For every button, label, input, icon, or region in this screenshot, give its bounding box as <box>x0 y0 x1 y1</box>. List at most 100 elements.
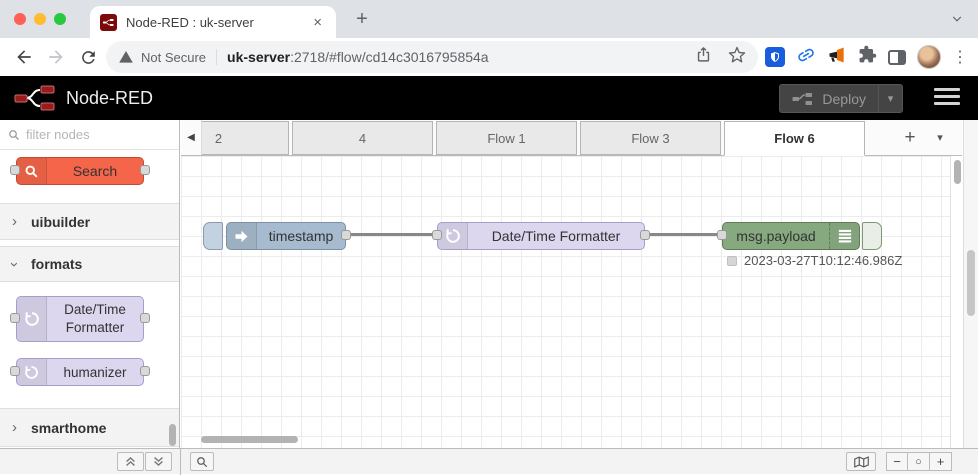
flow-list-caret-icon[interactable]: ▾ <box>937 132 943 144</box>
node-palette: Search › uibuilder › formats Date/Time F… <box>0 120 180 448</box>
right-panel-splitter[interactable] <box>963 120 978 448</box>
flow-tab-4[interactable]: 4 <box>292 121 433 155</box>
address-bar[interactable]: Not Secure uk-server :2718/#flow/cd14c30… <box>106 41 758 73</box>
inject-trigger-button[interactable] <box>203 222 223 250</box>
palette-node-search[interactable]: Search <box>10 157 150 185</box>
security-status-label: Not Secure <box>141 49 207 65</box>
back-icon[interactable] <box>12 45 36 69</box>
browser-menu-icon[interactable]: ⋮ <box>952 49 968 66</box>
link-extension-icon[interactable] <box>796 45 816 70</box>
node-output-port[interactable] <box>640 230 650 240</box>
extensions-puzzle-icon[interactable] <box>858 45 877 69</box>
wire-inject-to-formatter[interactable] <box>345 233 441 236</box>
add-flow-button[interactable]: + <box>904 127 916 148</box>
new-tab-button[interactable]: + <box>356 8 368 30</box>
tab-scroll-left-icon[interactable]: ◀ <box>181 120 202 155</box>
zoom-reset-button[interactable]: ○ <box>908 452 930 471</box>
node-input-port[interactable] <box>717 230 727 240</box>
palette-node-label: Search <box>72 163 118 179</box>
bookmark-star-icon[interactable] <box>728 46 746 69</box>
browser-tab-strip: Node-RED : uk-server × + <box>0 0 978 38</box>
node-label: Date/Time Formatter <box>491 228 621 244</box>
browser-tab-title: Node-RED : uk-server <box>126 14 254 30</box>
canvas-vscrollbar-thumb[interactable] <box>954 160 961 184</box>
node-input-port[interactable] <box>10 366 20 376</box>
share-icon[interactable] <box>695 46 712 68</box>
node-debug-msg-payload[interactable]: msg.payload <box>717 222 860 250</box>
filter-nodes-input[interactable] <box>26 127 156 142</box>
chevron-down-icon: › <box>6 261 23 267</box>
macos-zoom-button[interactable] <box>54 13 66 25</box>
wire-formatter-to-debug[interactable] <box>643 233 726 236</box>
node-status-text: 2023-03-27T10:12:46.986Z <box>744 253 903 268</box>
node-input-port[interactable] <box>10 165 20 175</box>
chevron-right-icon: › <box>12 213 17 230</box>
flow-tab-label: 4 <box>358 130 367 146</box>
node-red-logo-icon <box>14 85 58 111</box>
debug-toggle-button[interactable] <box>862 222 882 250</box>
browser-tab[interactable]: Node-RED : uk-server × <box>90 6 336 38</box>
node-output-port[interactable] <box>140 313 150 323</box>
chevron-right-icon: › <box>12 419 17 436</box>
tab-close-icon[interactable]: × <box>313 13 322 31</box>
flow-tab-flow3[interactable]: Flow 3 <box>580 121 721 155</box>
megaphone-extension-icon[interactable] <box>827 45 847 70</box>
side-panel-icon[interactable] <box>888 49 906 65</box>
flow-tab-flow1[interactable]: Flow 1 <box>436 121 577 155</box>
palette-category-formats[interactable]: › formats <box>0 246 179 282</box>
filter-search-icon <box>9 129 19 140</box>
node-datetime-formatter[interactable]: Date/Time Formatter <box>432 222 650 250</box>
flow-tab-label: 2 <box>214 130 223 146</box>
node-output-port[interactable] <box>140 165 150 175</box>
palette-footer <box>0 449 181 475</box>
palette-expand-all-button[interactable] <box>145 452 172 471</box>
palette-filter[interactable] <box>0 120 179 150</box>
zoom-in-button[interactable]: + <box>930 452 952 471</box>
category-label: formats <box>31 256 83 272</box>
macos-close-button[interactable] <box>14 13 26 25</box>
palette-category-smarthome[interactable]: › smarthome <box>0 408 179 447</box>
omnibox-divider <box>216 49 218 65</box>
node-output-port[interactable] <box>140 366 150 376</box>
debug-list-icon <box>829 223 859 249</box>
flow-tab-2[interactable]: 2 <box>202 121 289 155</box>
minimap-toggle-button[interactable] <box>846 452 876 471</box>
node-input-port[interactable] <box>432 230 442 240</box>
browser-toolbar: Not Secure uk-server :2718/#flow/cd14c30… <box>0 38 978 76</box>
canvas-hscrollbar-thumb[interactable] <box>201 436 298 443</box>
node-red-favicon <box>100 13 117 31</box>
bitwarden-extension-icon[interactable] <box>765 47 785 67</box>
profile-avatar[interactable] <box>917 45 941 69</box>
node-output-port[interactable] <box>341 230 351 240</box>
node-inject-timestamp[interactable]: timestamp <box>226 222 351 250</box>
node-label: msg.payload <box>736 228 816 244</box>
timer-icon <box>17 359 47 385</box>
main-menu-icon[interactable] <box>934 88 960 105</box>
palette-node-datetime-formatter[interactable]: Date/Time Formatter <box>10 296 150 342</box>
deploy-options-caret-icon[interactable]: ▾ <box>878 85 902 112</box>
flow-tab-flow6-active[interactable]: Flow 6 <box>724 121 865 156</box>
palette-node-humanizer[interactable]: humanizer <box>10 358 150 386</box>
palette-node-label: Date/Time Formatter <box>64 302 126 335</box>
palette-collapse-all-button[interactable] <box>117 452 144 471</box>
palette-scrollbar-thumb[interactable] <box>169 424 176 446</box>
page-scrollbar-thumb[interactable] <box>967 250 975 316</box>
palette-category-uibuilder[interactable]: › uibuilder <box>0 203 179 240</box>
macos-minimize-button[interactable] <box>34 13 46 25</box>
zoom-out-button[interactable]: − <box>886 452 908 471</box>
workspace: Search › uibuilder › formats Date/Time F… <box>0 120 978 448</box>
flow-tab-label: Flow 6 <box>774 131 815 146</box>
deploy-button[interactable]: Deploy ▾ <box>779 84 903 113</box>
editor-footer: − ○ + <box>0 448 978 475</box>
flow-canvas[interactable]: timestamp Date/Time Formatter msg.payloa… <box>181 156 950 448</box>
forward-icon[interactable] <box>44 45 68 69</box>
canvas-search-button[interactable] <box>190 452 214 471</box>
canvas-vscrollbar[interactable] <box>950 156 963 448</box>
node-input-port[interactable] <box>10 313 20 323</box>
node-red-header: Node-RED Deploy ▾ <box>0 76 978 120</box>
timer-icon <box>17 297 47 341</box>
not-secure-warning-icon[interactable] <box>118 49 134 65</box>
timer-icon <box>438 223 468 249</box>
tab-search-chevron-icon[interactable] <box>950 12 964 31</box>
reload-icon[interactable] <box>76 45 100 69</box>
